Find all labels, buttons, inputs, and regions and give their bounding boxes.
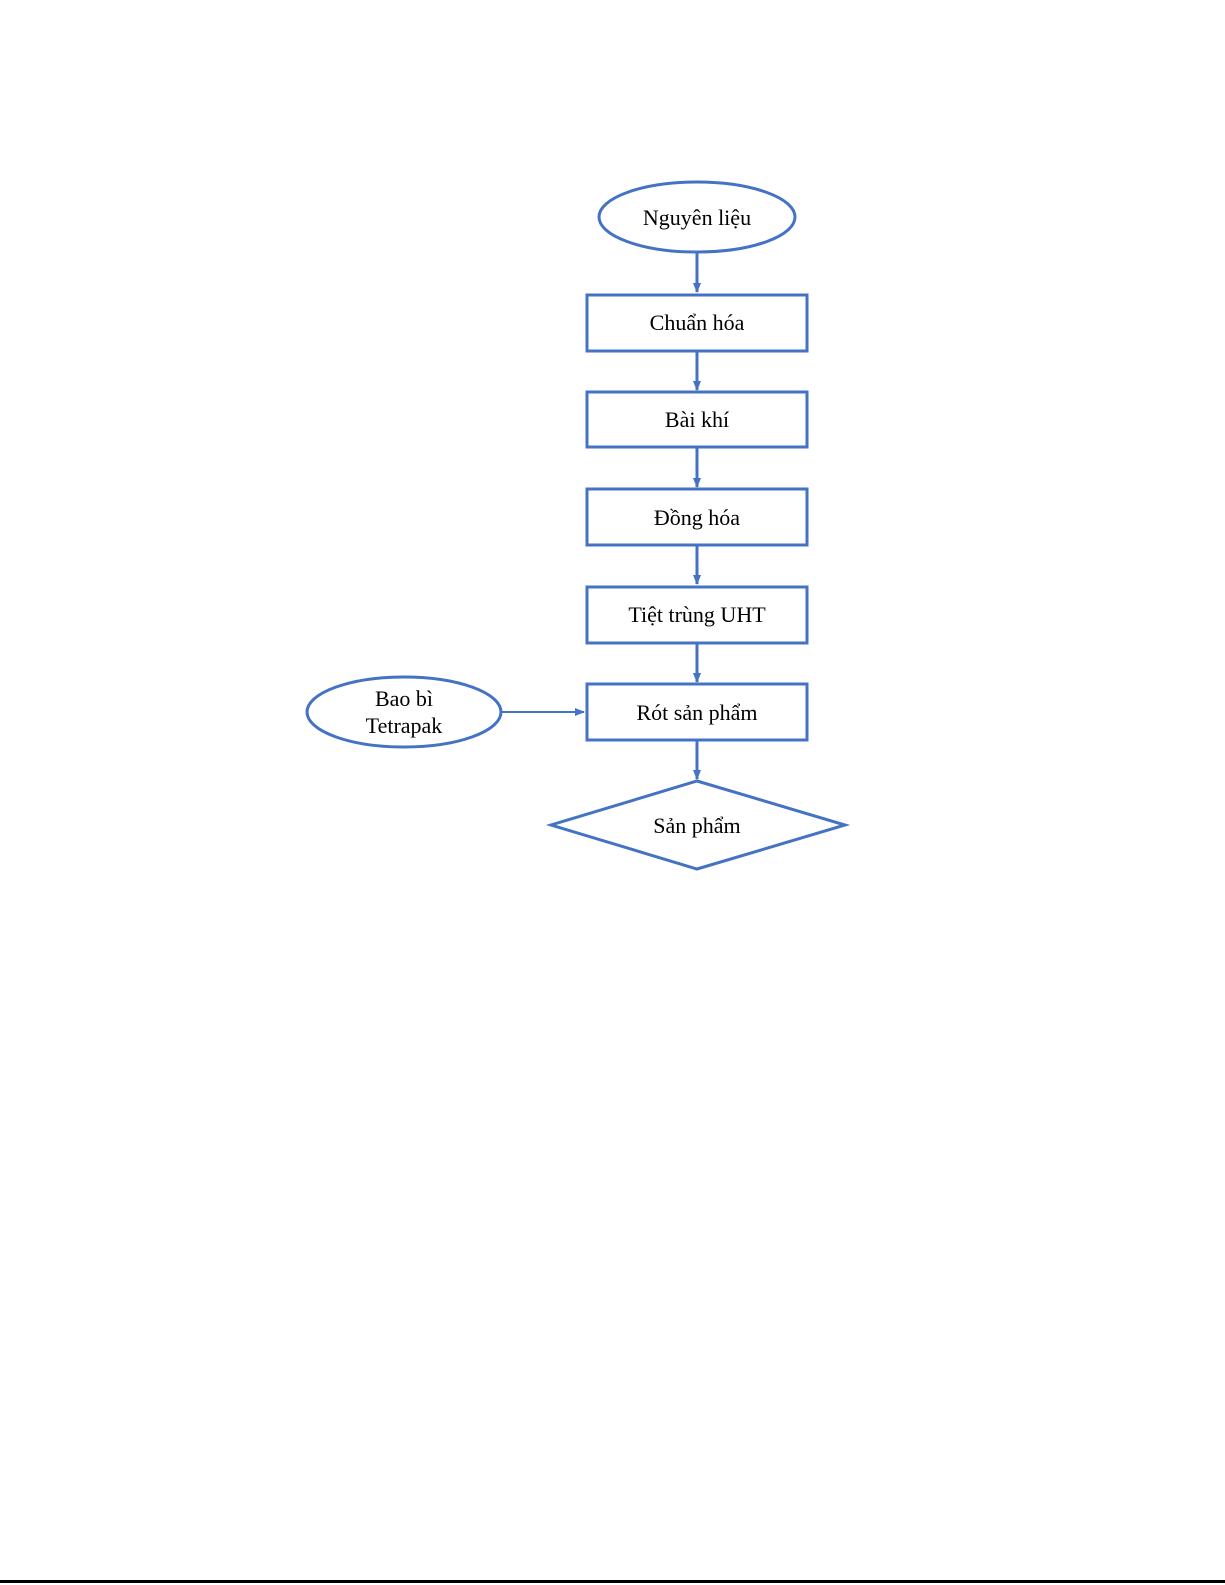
product-label: Sản phẩm — [653, 813, 740, 838]
node-deaerate: Bài khí — [587, 392, 807, 447]
node-uht: Tiệt trùng UHT — [587, 587, 807, 643]
node-fill: Rót sản phẩm — [587, 684, 807, 740]
start-label: Nguyên liệu — [643, 205, 751, 230]
standardize-label: Chuẩn hóa — [650, 310, 745, 335]
node-packaging: Bao bì Tetrapak — [307, 677, 501, 747]
uht-label: Tiệt trùng UHT — [628, 602, 766, 627]
page-bottom-rule — [0, 1580, 1225, 1583]
deaerate-label: Bài khí — [665, 407, 729, 432]
homogenize-label: Đồng hóa — [654, 505, 740, 530]
fill-label: Rót sản phẩm — [637, 700, 758, 725]
node-start: Nguyên liệu — [599, 182, 795, 252]
packaging-label-line2: Tetrapak — [366, 713, 443, 738]
node-standardize: Chuẩn hóa — [587, 295, 807, 351]
node-product: Sản phẩm — [551, 781, 845, 869]
packaging-label-line1: Bao bì — [375, 686, 433, 711]
node-homogenize: Đồng hóa — [587, 489, 807, 545]
